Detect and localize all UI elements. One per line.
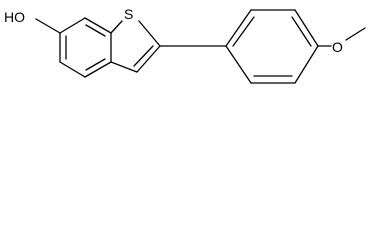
benzothiophene-structure: HO S O — [4, 6, 366, 84]
bond-methoxy-ch3 — [345, 27, 366, 41]
bond-thiophene-c2-c3 — [136, 45, 161, 73]
methoxy-oxygen-label: O — [332, 39, 343, 55]
bond-thiophene-c3-c3a — [110, 61, 138, 73]
hydroxyl-label: HO — [4, 9, 25, 25]
sulfur-label: S — [124, 6, 133, 22]
bond-hydroxyl — [35, 18, 61, 34]
bond-phenyl-6 — [225, 45, 252, 84]
bond-benzene-5-inner — [85, 24, 106, 37]
bond-benzene-2 — [59, 61, 86, 78]
bond-benzene-6 — [59, 17, 86, 34]
bond-phenyl-1-inner — [232, 16, 255, 47]
bond-phenyl-3-inner — [291, 16, 312, 47]
bond-phenyl-4 — [294, 45, 319, 84]
bond-phenyl-3 — [294, 9, 319, 47]
bond-benzene-3-inner — [85, 58, 106, 71]
bond-thiophene-s-c2 — [138, 20, 161, 47]
bond-phenyl-1 — [225, 9, 252, 47]
bond-thiophene-c2-c3-inner — [133, 45, 154, 67]
bond-thiophene-s-c7a — [110, 20, 123, 34]
bond-benzene-3 — [84, 61, 112, 78]
bond-benzene-5 — [84, 17, 112, 34]
